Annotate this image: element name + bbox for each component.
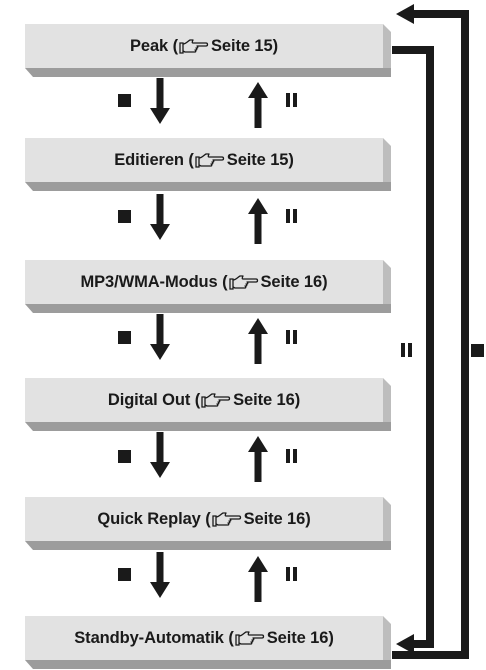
stop-square-icon [118,568,131,581]
down-arrow [150,314,170,360]
pointing-hand-icon [179,38,209,55]
step-box-editieren: Editieren (Seite 15) [25,138,383,182]
step-ref: Seite 16 [243,509,306,528]
outer-loop-arrowhead [396,4,414,24]
up-arrow [248,436,268,482]
pointing-hand-icon [228,274,259,291]
pointing-hand-icon [195,152,225,169]
pointing-hand-icon [201,392,231,409]
up-arrow [248,318,268,364]
step-ref: Seite 15 [226,150,289,169]
step-ref: Seite 16 [266,628,329,647]
pause-icon [286,449,300,463]
up-arrow [248,556,268,602]
pause-icon [286,209,300,223]
pause-icon [286,93,300,107]
step-label: Quick Replay [97,509,201,528]
step-label: MP3/WMA-Modus [80,272,218,291]
inner-loop-arrowhead [396,634,414,654]
up-arrow [248,198,268,244]
stop-square-icon [118,94,131,107]
pointing-hand-icon [235,630,265,647]
stop-square-icon [118,331,131,344]
step-box-peak: Peak (Seite 15) [25,24,383,68]
inner-loop-line [392,46,434,648]
step-ref: Seite 15 [211,36,273,55]
down-arrow [150,432,170,478]
stop-square-icon [118,450,131,463]
step-box-quick-replay: Quick Replay (Seite 16) [25,497,383,541]
step-box-digital-out: Digital Out (Seite 16) [25,378,383,422]
up-arrow [248,82,268,128]
step-ref: Seite 16 [233,390,295,409]
pause-icon [286,567,300,581]
down-arrow [150,552,170,598]
pause-icon [401,343,415,357]
pointing-hand-icon [211,511,242,528]
step-label: Digital Out [107,390,191,409]
step-label: Peak [129,36,169,55]
stop-square-icon [118,210,131,223]
down-arrow [150,78,170,124]
stop-square-icon [471,344,484,357]
step-box-standby-automatik: Standby-Automatik (Seite 16) [25,616,383,660]
step-label: Editieren [114,150,184,169]
step-box-mp3-wma-modus: MP3/WMA-Modus (Seite 16) [25,260,383,304]
pause-icon [286,330,300,344]
down-arrow [150,194,170,240]
step-ref: Seite 16 [260,272,323,291]
step-label: Standby-Automatik [74,628,224,647]
outer-loop-line [392,10,469,659]
